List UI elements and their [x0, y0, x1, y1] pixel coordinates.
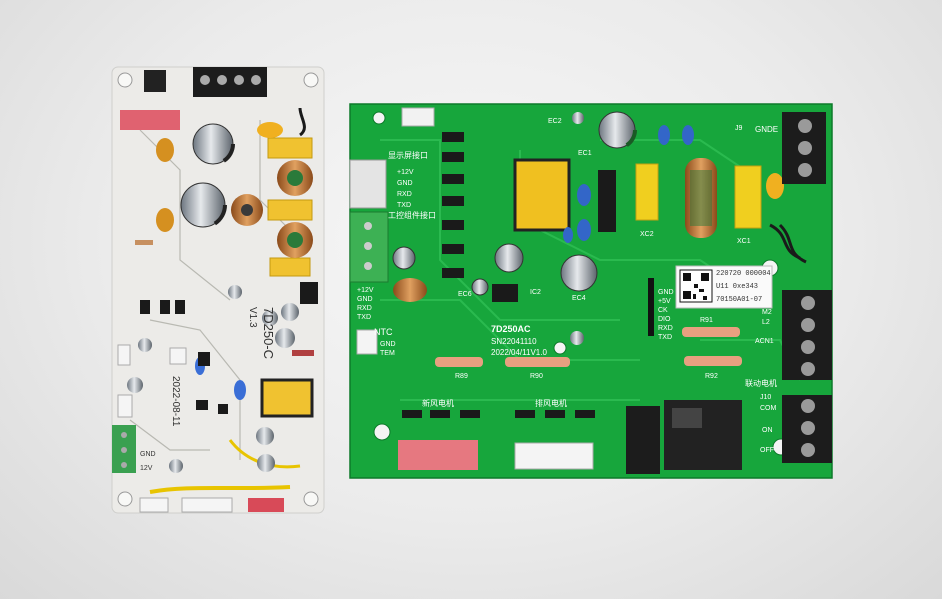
- qr-line-1: 220720 000004: [716, 270, 771, 278]
- linked-motor-label: 联动电机: [745, 378, 777, 388]
- exhaust-motor-label: 排风电机: [535, 398, 567, 408]
- qr-line-3: 70150A01-07: [716, 296, 762, 304]
- qr-line-2: U11 0xe343: [716, 283, 758, 291]
- left-board-12v-label: 12V: [140, 465, 153, 472]
- ntc-tem: TEM: [380, 350, 395, 357]
- ref-ec2: EC2: [548, 118, 562, 125]
- sl-ck: CK: [658, 307, 668, 314]
- pin-left-txd: TXD: [357, 314, 371, 321]
- sl-5v: +5V: [658, 298, 671, 305]
- ref-r91: R91: [700, 317, 713, 324]
- right-board-model: 7D250AC: [491, 324, 531, 334]
- ref-acn1: ACN1: [755, 338, 774, 345]
- pin-j3-txd: TXD: [397, 202, 411, 209]
- display-port-label: 显示屏接口: [388, 150, 428, 160]
- ref-ec4: EC4: [572, 295, 586, 302]
- j10-com: COM: [760, 405, 777, 412]
- pin-left-12v: +12V: [357, 287, 374, 294]
- ref-ic2: IC2: [530, 289, 541, 296]
- ref-xc1: XC1: [737, 238, 751, 245]
- right-board: 220720 000004 U11 0xe343 70150A01-07 显示屏…: [298, 103, 833, 479]
- left-board-gnd-label: GND: [140, 451, 156, 458]
- ref-l2: L2: [762, 319, 770, 326]
- ref-m2: M2: [762, 309, 772, 316]
- ref-r92: R92: [705, 373, 718, 380]
- pin-j3-12v: +12V: [397, 169, 414, 176]
- fresh-air-motor-label: 新风电机: [422, 398, 454, 408]
- pin-left-gnd: GND: [357, 296, 373, 303]
- pin-left-rxd: RXD: [357, 305, 372, 312]
- ntc-label: NTC: [374, 327, 393, 337]
- control-port-label: 工控组件接口: [388, 210, 436, 220]
- ref-r89: R89: [455, 373, 468, 380]
- ntc-gnd: GND: [380, 341, 396, 348]
- sl-dio: DIO: [658, 316, 671, 323]
- j10-label: J10: [760, 394, 771, 401]
- left-board-date: 2022-08-11: [170, 376, 181, 427]
- pin-j3-gnd: GND: [397, 180, 413, 187]
- ref-xc2: XC2: [640, 231, 654, 238]
- ref-ec6: EC6: [458, 291, 472, 298]
- left-board: 7D250-C V1.3 2022-08-11 12V GND: [111, 66, 325, 514]
- j10-on: ON: [762, 427, 773, 434]
- sl-gnd: GND: [658, 289, 674, 296]
- j10-off: OFF: [760, 447, 774, 454]
- left-board-version: V1.3: [247, 307, 258, 328]
- sl-txd: TXD: [658, 334, 672, 341]
- ref-ec1: EC1: [578, 150, 592, 157]
- left-board-model: 7D250-C: [261, 307, 276, 359]
- gnde-label: GNDE: [755, 125, 778, 134]
- pin-j3-rxd: RXD: [397, 191, 412, 198]
- ref-r90: R90: [530, 373, 543, 380]
- ref-j9: J9: [735, 125, 743, 132]
- right-board-serial: SN22041110: [491, 337, 537, 346]
- right-board-version-date: 2022/04/11V1.0: [491, 348, 547, 357]
- sl-rxd: RXD: [658, 325, 673, 332]
